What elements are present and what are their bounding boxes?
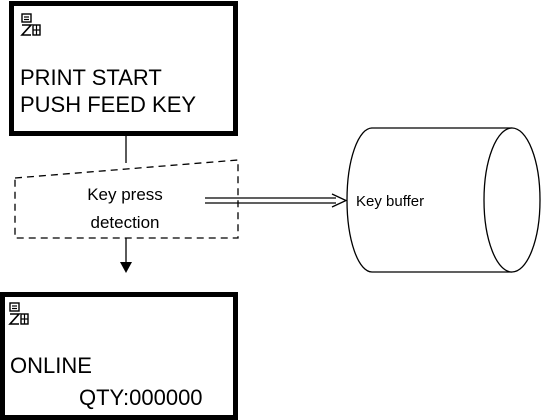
top-lcd-line2: PUSH FEED KEY <box>20 92 196 117</box>
double-arrow-to-buffer <box>205 193 348 208</box>
detection-label-line1: Key press <box>87 185 163 204</box>
detection-label-line2: detection <box>91 213 160 232</box>
top-lcd-line1: PRINT START <box>20 65 162 90</box>
down-arrow <box>120 238 132 273</box>
bottom-lcd-line2: QTY:000000 <box>79 385 203 410</box>
key-buffer-label: Key buffer <box>356 193 424 210</box>
key-press-detection-box: Key press detection <box>14 159 239 239</box>
top-lcd-screen: PRINT START PUSH FEED KEY <box>9 1 238 136</box>
bottom-lcd-screen: ONLINE QTY:000000 <box>0 292 238 420</box>
key-buffer-cylinder: Key buffer <box>346 127 541 273</box>
bottom-lcd-line1: ONLINE <box>10 353 92 378</box>
